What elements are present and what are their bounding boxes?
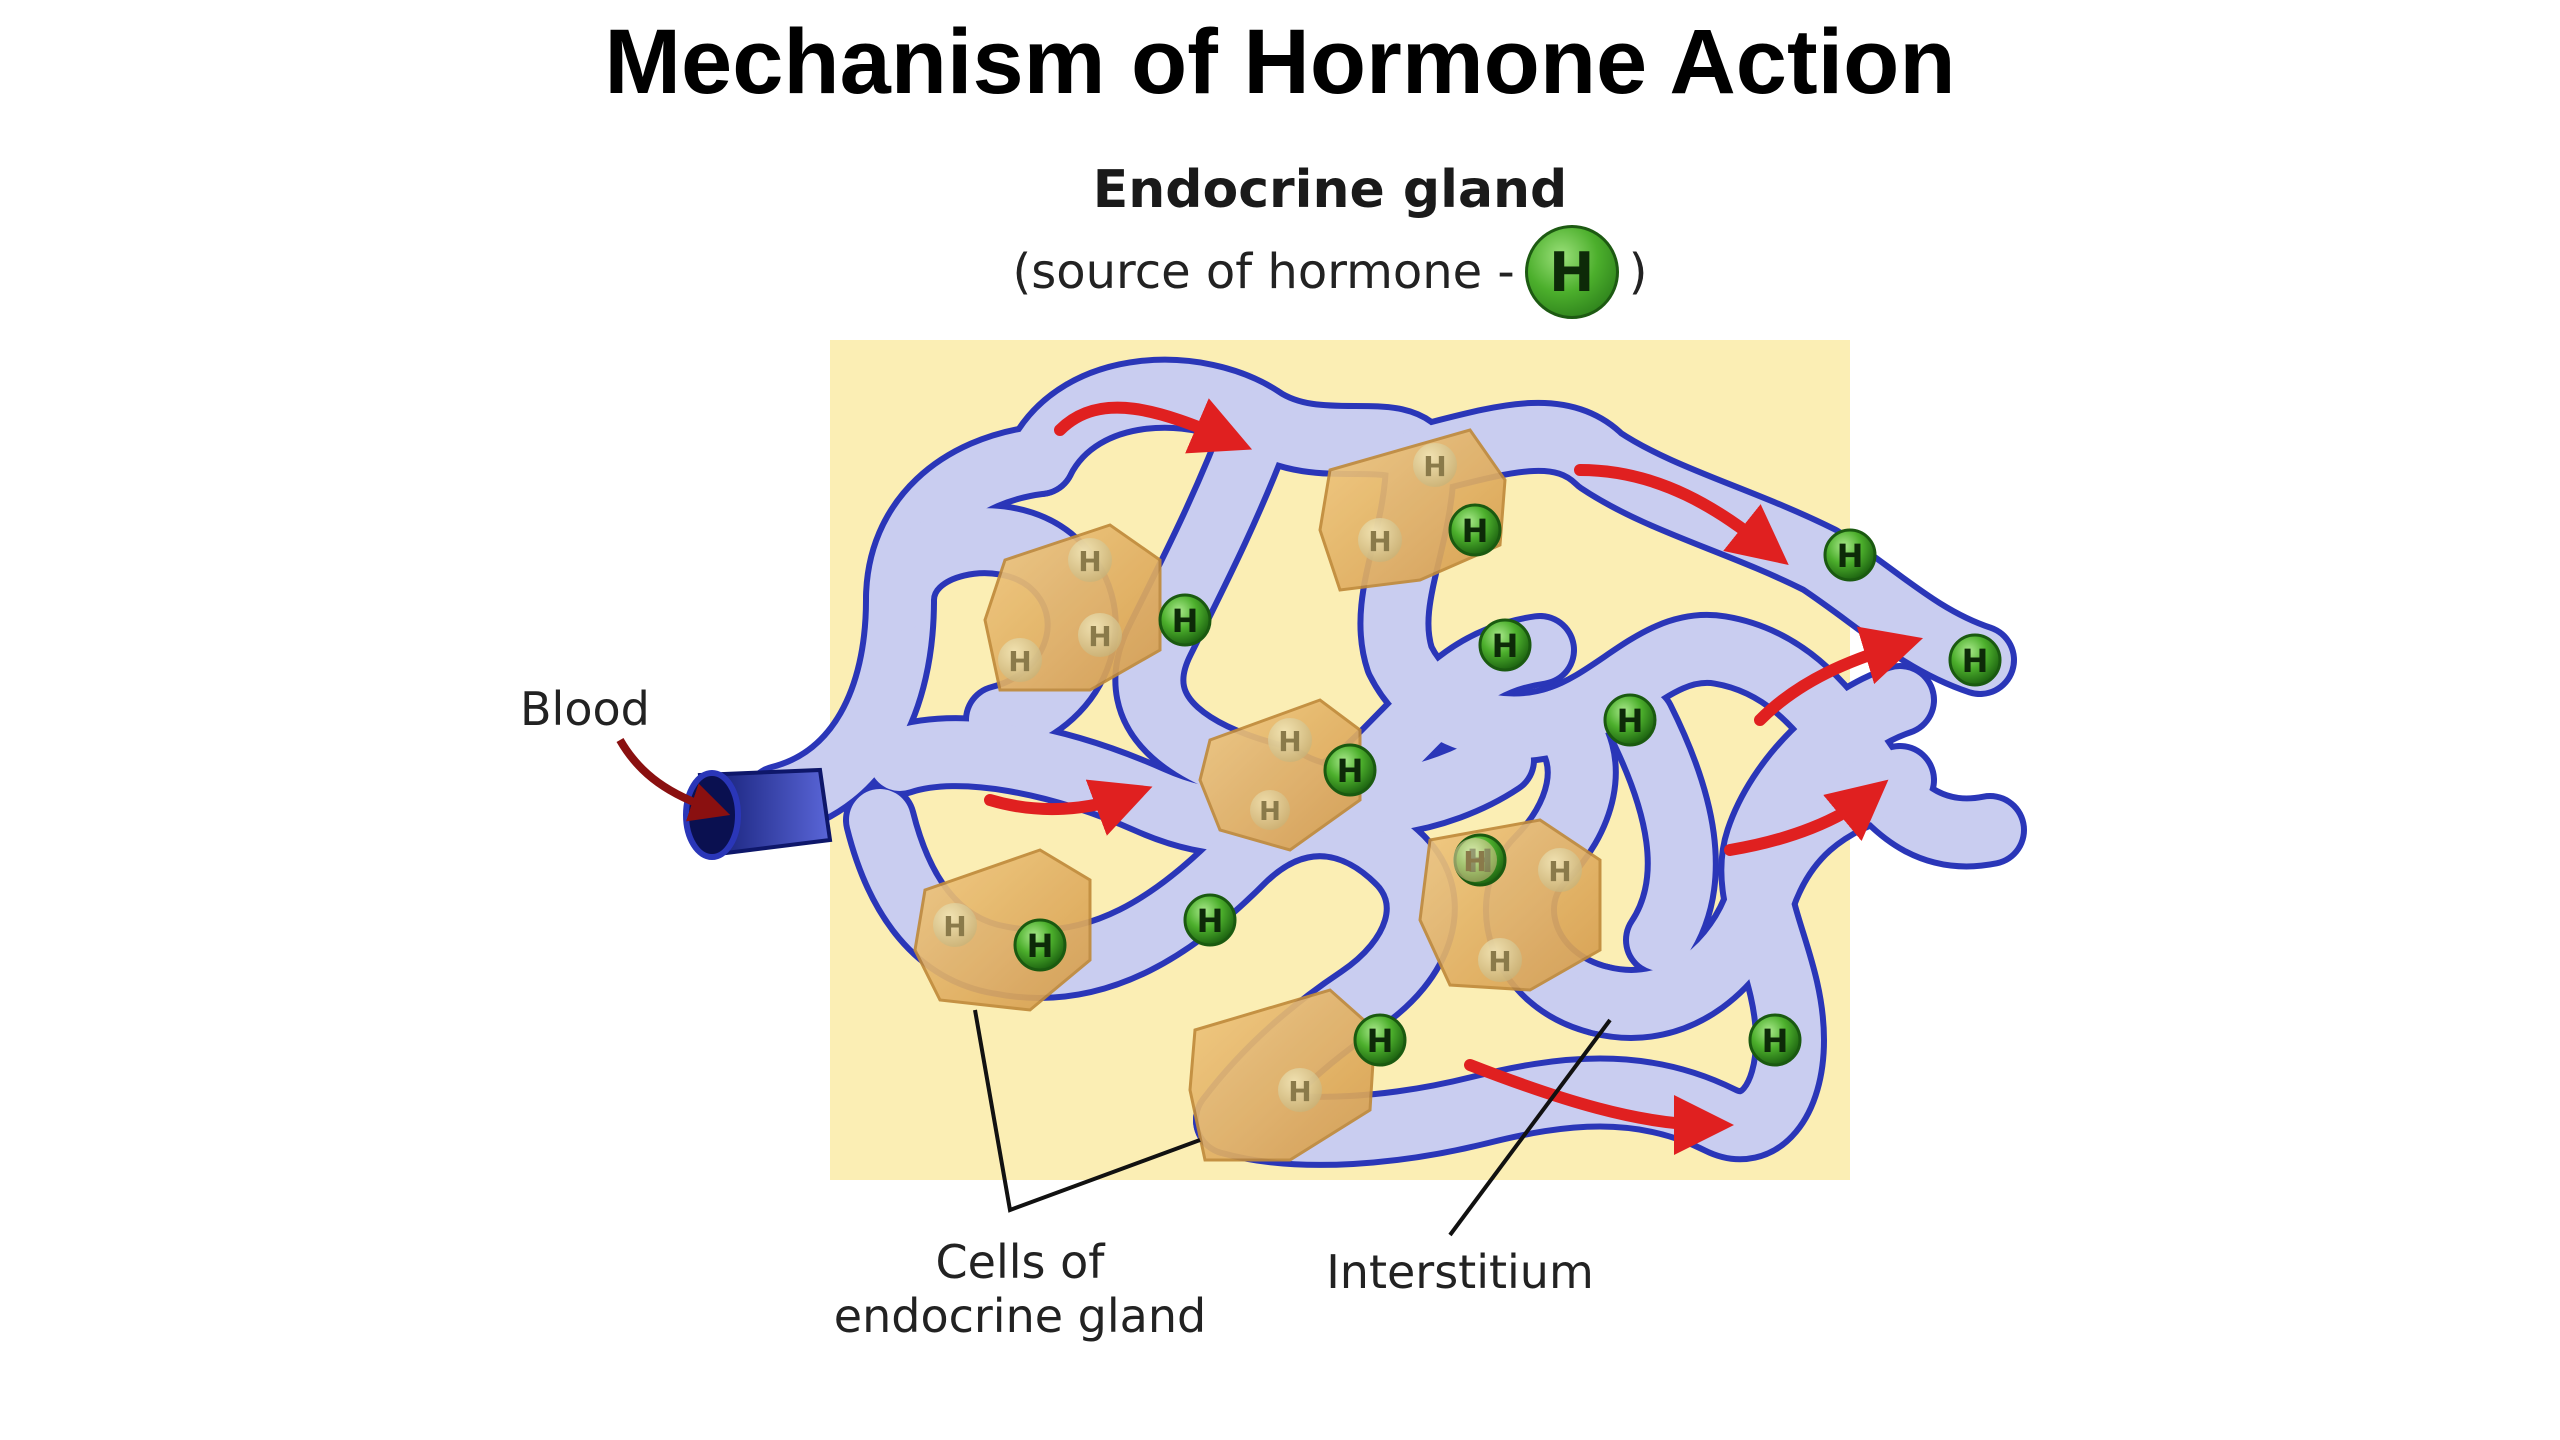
hormone-in-cell-icon: H xyxy=(1453,838,1497,882)
hormone-icon: H xyxy=(1158,593,1212,647)
blood-arrow xyxy=(616,738,731,822)
svg-text:H: H xyxy=(1423,450,1446,483)
flow-arrow-4 xyxy=(1754,626,1923,726)
hormone-molecules: H H H H H H H H H H H H H H H H H H H H … xyxy=(933,443,2002,1112)
svg-text:H: H xyxy=(1762,1022,1789,1060)
label-leaders xyxy=(616,738,1612,1237)
blood-label: Blood xyxy=(520,682,650,736)
hormone-icon: H xyxy=(1448,503,1502,557)
hormone-in-cell-icon: H xyxy=(1278,1068,1322,1112)
hormone-icon: H xyxy=(1353,1013,1407,1067)
hormone-in-cell-icon: H xyxy=(1478,938,1522,982)
interstitium-label: Interstitium xyxy=(1326,1245,1594,1299)
endocrine-cell xyxy=(1188,988,1377,1162)
cells-leader-line xyxy=(973,1009,1201,1213)
svg-text:H: H xyxy=(1488,945,1511,978)
hormone-icon: H xyxy=(1748,1013,1802,1067)
svg-text:H: H xyxy=(1078,545,1101,578)
endocrine-cell xyxy=(1198,698,1362,852)
hormone-legend-icon: H xyxy=(1524,225,1619,319)
hormone-icon: H xyxy=(1948,633,2002,687)
hormone-in-cell-icon: H xyxy=(1078,613,1122,657)
cells-label: Cells of endocrine gland xyxy=(800,1235,1240,1343)
svg-text:H: H xyxy=(1259,797,1281,827)
hormone-in-cell-icon: H xyxy=(1068,538,1112,582)
gland-subtitle-suffix: ) xyxy=(1628,244,1648,300)
svg-text:H: H xyxy=(1278,725,1301,758)
svg-text:H: H xyxy=(1492,627,1519,665)
page-title: Mechanism of Hormone Action xyxy=(604,11,1956,113)
hormone-in-cell-icon: H xyxy=(1413,443,1457,487)
svg-text:H: H xyxy=(1962,642,1989,680)
hormone-icon: H xyxy=(1183,893,1237,947)
blood-flow-arrows xyxy=(984,398,1923,1155)
svg-text:H: H xyxy=(1463,845,1486,878)
svg-text:H: H xyxy=(1172,602,1199,640)
gland-subtitle-prefix: (source of hormone - xyxy=(1012,244,1515,300)
svg-text:H: H xyxy=(1197,902,1224,940)
svg-text:H: H xyxy=(1027,927,1054,965)
interstitium-leader-line xyxy=(1448,1018,1612,1237)
hormone-in-cell-icon: H xyxy=(1250,790,1290,830)
flow-arrow-5 xyxy=(1724,779,1889,856)
gland-heading: Endocrine gland xyxy=(1092,160,1568,220)
cells-label-line1: Cells of xyxy=(935,1235,1105,1289)
svg-text:H: H xyxy=(1337,752,1364,790)
hormone-in-cell-icon: H xyxy=(1538,848,1582,892)
hormone-icon: H xyxy=(1323,743,1377,797)
flow-arrow-6 xyxy=(1464,1059,1734,1155)
flow-arrow-2 xyxy=(984,779,1153,836)
hormone-in-cell-icon: H xyxy=(1358,518,1402,562)
svg-text:H: H xyxy=(1088,620,1111,653)
hormone-in-cell-icon: H xyxy=(998,638,1042,682)
svg-text:H: H xyxy=(1288,1075,1311,1108)
cells-label-line2: endocrine gland xyxy=(833,1289,1207,1343)
hormone-icon: H xyxy=(1823,528,1877,582)
svg-text:H: H xyxy=(1837,537,1864,575)
svg-text:H: H xyxy=(1008,645,1031,678)
hormone-in-cell-icon: H xyxy=(933,903,977,947)
svg-text:H: H xyxy=(1617,702,1644,740)
svg-text:H: H xyxy=(1462,512,1489,550)
hormone-icon: H xyxy=(1603,693,1657,747)
gland-subtitle: (source of hormone - H ) xyxy=(940,225,1720,319)
flow-arrow-3 xyxy=(1574,464,1789,565)
incoming-blood-vessel xyxy=(683,767,833,860)
hormone-in-cell-icon: H xyxy=(1268,718,1312,762)
svg-text:H: H xyxy=(1368,525,1391,558)
flow-arrow-1 xyxy=(1054,398,1253,454)
svg-text:H: H xyxy=(1548,855,1571,888)
svg-text:H: H xyxy=(1367,1022,1394,1060)
hormone-icon: H xyxy=(1478,618,1532,672)
hormone-icon: H xyxy=(1013,918,1067,972)
svg-text:H: H xyxy=(943,910,966,943)
